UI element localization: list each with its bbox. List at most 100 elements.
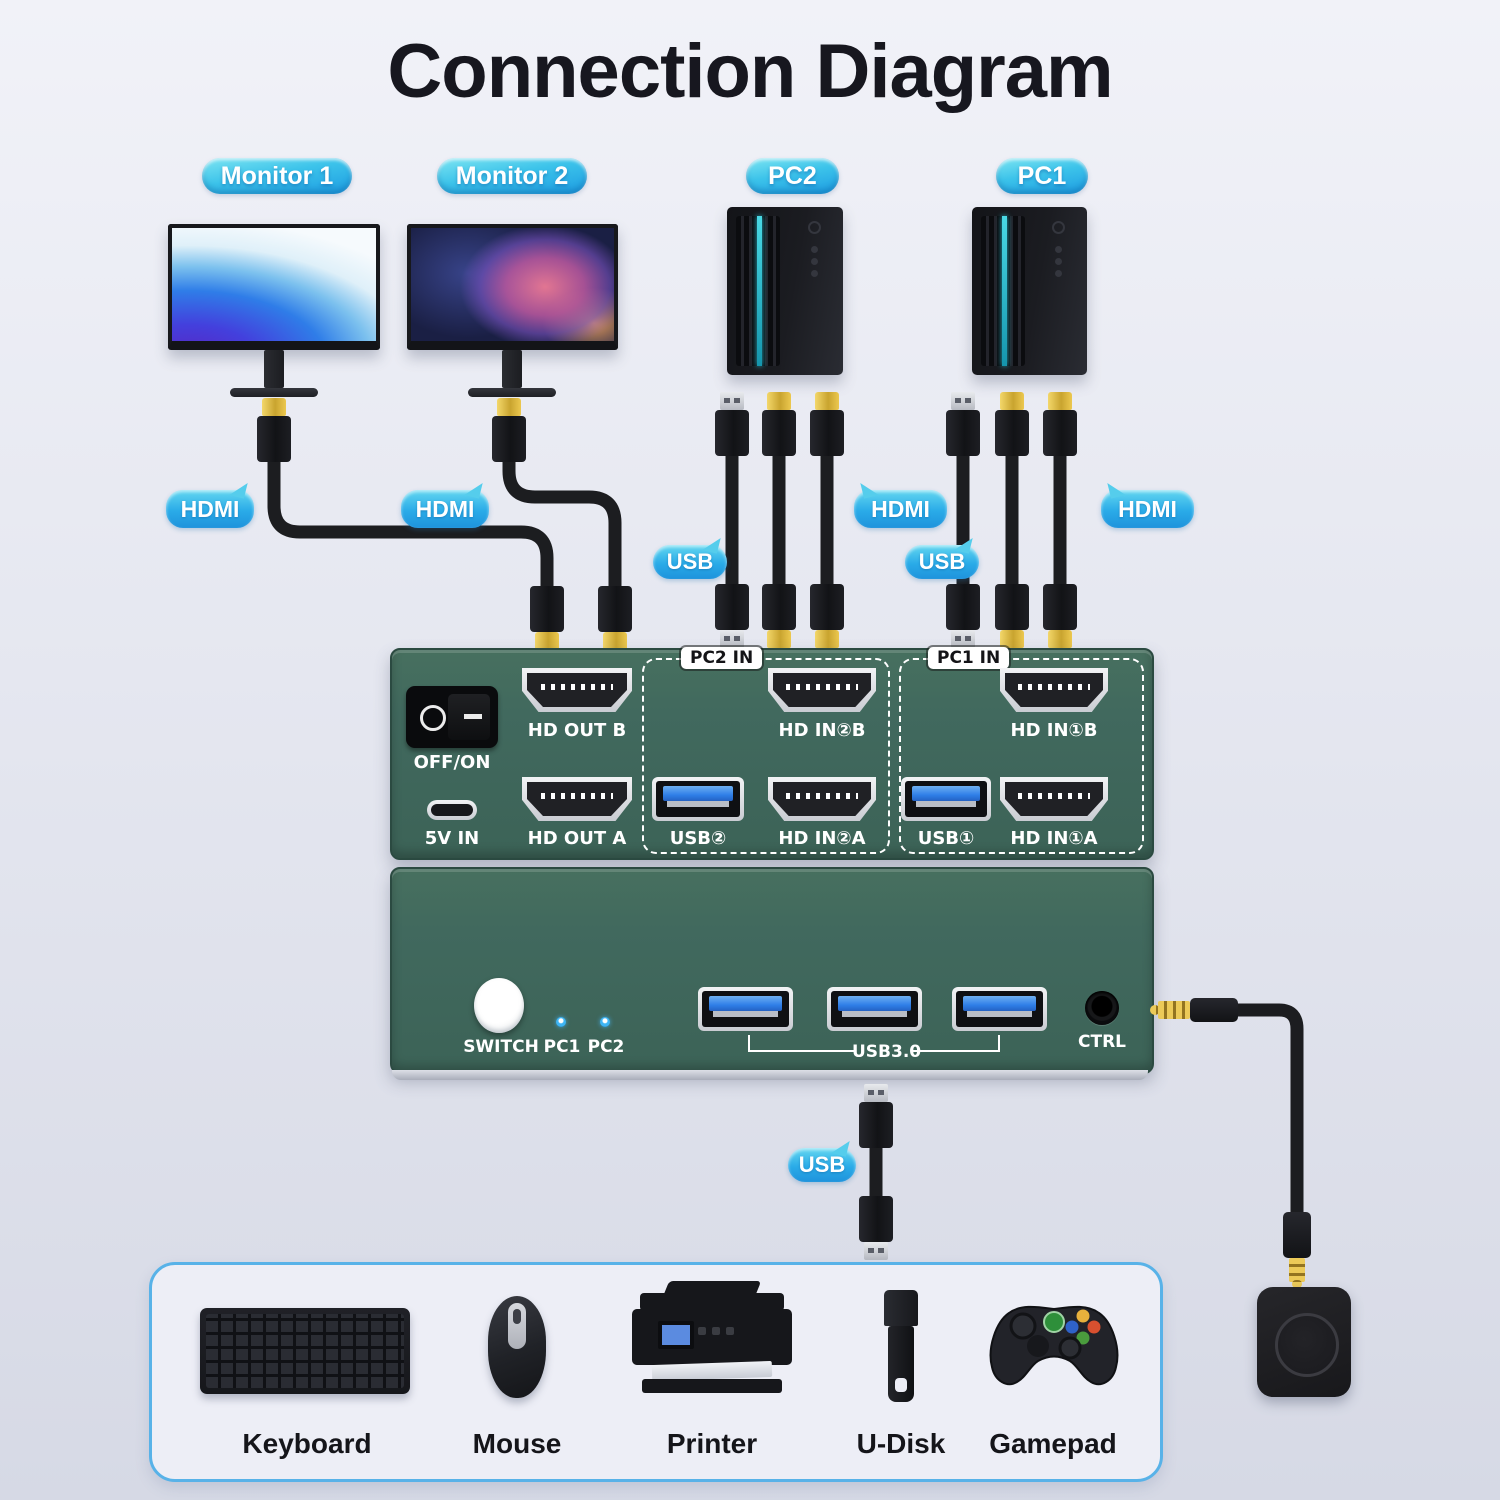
pc1-power-button-icon bbox=[1052, 221, 1065, 234]
page-title: Connection Diagram bbox=[387, 29, 1113, 114]
usb2-port bbox=[652, 777, 744, 821]
mouse-icon bbox=[488, 1296, 546, 1398]
hd-out-a-label: HD OUT A bbox=[527, 828, 627, 849]
usb-plug bbox=[946, 584, 980, 648]
hdmi-plug bbox=[1043, 584, 1077, 648]
switch-label: SWITCH bbox=[463, 1037, 539, 1057]
printer-display bbox=[658, 1321, 694, 1349]
hdmi-plug bbox=[995, 392, 1029, 456]
pc2-led bbox=[600, 1017, 610, 1027]
power-in-label: 5V IN bbox=[424, 828, 480, 849]
ctrl-cable bbox=[1231, 1003, 1304, 1223]
aux-jack-segments bbox=[1289, 1258, 1305, 1282]
pc2-power-button-icon bbox=[808, 221, 821, 234]
monitor1-base bbox=[230, 388, 318, 397]
keyboard-icon bbox=[200, 1308, 410, 1394]
hdmi-plug bbox=[1043, 392, 1077, 456]
hd-in-1b-label: HD IN①B bbox=[1010, 720, 1098, 741]
switch-button bbox=[474, 978, 524, 1033]
usb3-port-3 bbox=[952, 987, 1047, 1031]
pc2-led-label: PC2 bbox=[587, 1037, 625, 1057]
power-switch bbox=[406, 686, 498, 748]
hd-in-1a-port bbox=[1000, 777, 1108, 821]
monitor1-stand bbox=[264, 350, 284, 388]
pc2-in-group bbox=[642, 658, 890, 854]
monitor1-image bbox=[168, 224, 380, 350]
usb3-bracket-line1 bbox=[748, 1050, 854, 1052]
pc2-label: PC2 bbox=[746, 158, 839, 194]
hdmi-bubble-pc2: HDMI bbox=[854, 490, 947, 528]
usb3-bracket-left bbox=[748, 1035, 750, 1051]
hdmi-plug bbox=[598, 586, 632, 650]
monitor2-base bbox=[468, 388, 556, 397]
printer-output-tray bbox=[642, 1379, 782, 1393]
usb-bubble-pc2: USB bbox=[653, 545, 727, 579]
power-switch-label: OFF/ON bbox=[413, 752, 491, 773]
hdmi-bubble-monitor1: HDMI bbox=[166, 490, 254, 528]
aux-jack-segments bbox=[1158, 1001, 1190, 1019]
usb3-bracket-right bbox=[998, 1035, 1000, 1051]
hdmi-plug bbox=[995, 584, 1029, 648]
printer-scanner-lid bbox=[640, 1293, 784, 1311]
hdmi-bubble-pc1: HDMI bbox=[1101, 490, 1194, 528]
pc2-tower-image bbox=[727, 207, 843, 375]
ctrl-port bbox=[1085, 991, 1119, 1025]
monitor2-image bbox=[407, 224, 618, 350]
power-in-port bbox=[427, 800, 477, 820]
usb-plug bbox=[859, 1084, 893, 1148]
kvm-front-panel bbox=[390, 867, 1154, 1074]
usb-plug bbox=[859, 1196, 893, 1260]
usb3-port-1 bbox=[698, 987, 793, 1031]
hd-in-1b-port bbox=[1000, 668, 1108, 712]
pc1-led-label: PC1 bbox=[543, 1037, 581, 1057]
hd-in-2a-port bbox=[768, 777, 876, 821]
ctrl-label: CTRL bbox=[1078, 1032, 1126, 1052]
printer-icon bbox=[632, 1281, 792, 1397]
pc2-in-chip: PC2 IN bbox=[681, 647, 763, 669]
aux-jack-tip bbox=[1292, 1280, 1302, 1288]
pc1-in-group bbox=[899, 658, 1144, 854]
hdmi-plug bbox=[810, 584, 844, 648]
gamepad-icon bbox=[989, 1305, 1119, 1386]
remote-switch-button bbox=[1257, 1287, 1351, 1397]
monitor2-wallpaper bbox=[411, 228, 614, 341]
printer-body bbox=[632, 1309, 792, 1365]
usb1-port bbox=[901, 777, 991, 821]
pc1-in-chip: PC1 IN bbox=[928, 647, 1010, 669]
hd-in-2b-port bbox=[768, 668, 876, 712]
hd-out-a-port bbox=[522, 777, 632, 821]
usb-plug bbox=[946, 392, 980, 456]
usb3-port-2 bbox=[827, 987, 922, 1031]
hdmi-cable-monitor1 bbox=[267, 445, 554, 601]
mouse-label: Mouse bbox=[472, 1428, 562, 1459]
aux-jack-body bbox=[1190, 998, 1238, 1022]
monitor1-label: Monitor 1 bbox=[202, 158, 352, 194]
usb-plug bbox=[715, 392, 749, 456]
usb-bubble-peripherals: USB bbox=[788, 1148, 856, 1182]
hdmi-bubble-monitor2: HDMI bbox=[401, 490, 489, 528]
gamepad-label: Gamepad bbox=[989, 1428, 1117, 1459]
monitor1-wallpaper bbox=[172, 228, 376, 341]
printer-buttons bbox=[698, 1327, 706, 1335]
udisk-cap bbox=[884, 1290, 918, 1326]
monitor2-stand bbox=[502, 350, 522, 388]
printer-label: Printer bbox=[666, 1428, 758, 1459]
aux-jack-body bbox=[1283, 1212, 1311, 1258]
udisk-icon bbox=[880, 1290, 922, 1402]
hd-out-b-label: HD OUT B bbox=[527, 720, 627, 741]
usb-bubble-pc1: USB bbox=[905, 545, 979, 579]
pc1-tower-image bbox=[972, 207, 1087, 375]
hd-in-2a-label: HD IN②A bbox=[778, 828, 866, 849]
hdmi-cable-monitor2 bbox=[502, 445, 622, 601]
usb2-label: USB② bbox=[669, 828, 727, 849]
hdmi-plug bbox=[810, 392, 844, 456]
usb3-label: USB3.0 bbox=[852, 1042, 922, 1062]
kvm-base-strip bbox=[392, 1070, 1148, 1080]
hdmi-plug bbox=[492, 398, 526, 462]
monitor2-label: Monitor 2 bbox=[437, 158, 587, 194]
hdmi-plug bbox=[257, 398, 291, 462]
usb-plug bbox=[715, 584, 749, 648]
hd-in-2b-label: HD IN②B bbox=[778, 720, 866, 741]
